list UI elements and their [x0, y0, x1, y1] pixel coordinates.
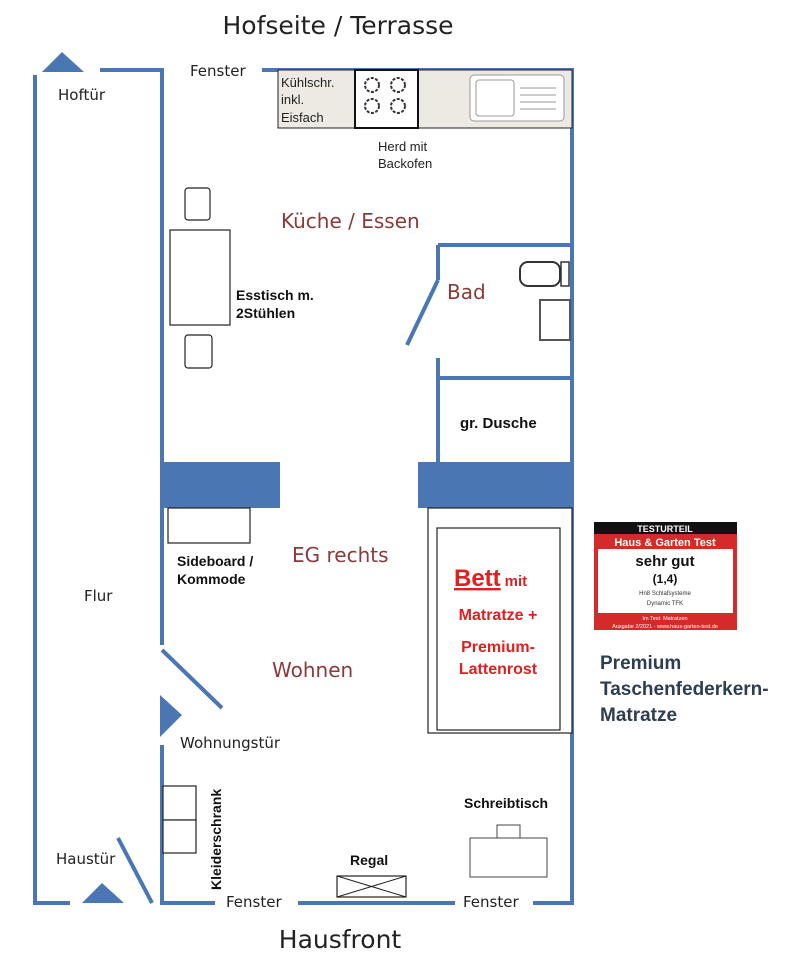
walls [33, 68, 574, 905]
svg-text:Matratze +Premium-Lattenrost: Matratze +Premium-Lattenrost [459, 607, 538, 678]
svg-text:Im Test: Matratzen: Im Test: Matratzen [642, 616, 687, 622]
room-hall: Flur [84, 587, 113, 605]
wardrobe: Kleiderschrank [162, 785, 224, 890]
stove-icon [354, 69, 419, 129]
apartment-door-icon [160, 695, 182, 737]
room-kitchen: Küche / Essen [281, 209, 420, 233]
svg-text:TESTURTEIL: TESTURTEIL [637, 524, 693, 534]
washbasin-icon [539, 299, 571, 341]
room-eg: EG rechts [292, 543, 389, 567]
window-bottom-right: Fenster [463, 893, 519, 911]
sideboard [167, 507, 251, 544]
label-apartment-door: Wohnungstür [180, 734, 281, 752]
back-door-icon [42, 52, 84, 72]
title-top: Hofseite / Terrasse [222, 11, 453, 40]
room-bath: Bad [447, 280, 486, 304]
svg-text:Kleiderschrank: Kleiderschrank [208, 789, 224, 890]
test-badge: TESTURTEIL Haus & Garten Test sehr gut (… [594, 522, 737, 630]
label-back-door: Hoftür [58, 86, 106, 104]
svg-text:Dynamic TFK: Dynamic TFK [647, 601, 683, 607]
room-shower: gr. Dusche [460, 415, 537, 432]
window-bottom-left: Fenster [226, 893, 282, 911]
shelf: Regal [336, 852, 407, 898]
dining-table [169, 187, 231, 369]
toilet-icon [519, 261, 561, 287]
svg-text:sehr gut: sehr gut [635, 553, 694, 570]
title-bottom: Hausfront [279, 925, 402, 954]
table-label: Esstisch m.2Stühlen [236, 287, 314, 321]
label-front-door: Haustür [56, 850, 116, 868]
svg-text:Haus & Garten Test: Haus & Garten Test [614, 537, 716, 549]
svg-text:Ausgabe 2/2021 · www.haus-gart: Ausgabe 2/2021 · www.haus-garten-test.de [612, 624, 718, 630]
sideboard-label: Sideboard /Kommode [177, 553, 253, 587]
svg-text:Schreibtisch: Schreibtisch [464, 795, 548, 811]
window-top: Fenster [190, 62, 246, 80]
front-door-icon [82, 883, 124, 903]
svg-text:(1,4): (1,4) [653, 572, 678, 586]
svg-text:Kühlschr.inkl.Eisfach: Kühlschr.inkl.Eisfach [281, 75, 334, 125]
desk: Schreibtisch [464, 795, 548, 878]
room-living: Wohnen [272, 658, 353, 682]
kitchen-counter: Kühlschr.inkl.Eisfach [277, 69, 573, 129]
svg-text:Regal: Regal [350, 852, 388, 868]
svg-text:Hn8 Schlafsysteme: Hn8 Schlafsysteme [639, 591, 691, 597]
bath-fixtures [519, 261, 571, 341]
